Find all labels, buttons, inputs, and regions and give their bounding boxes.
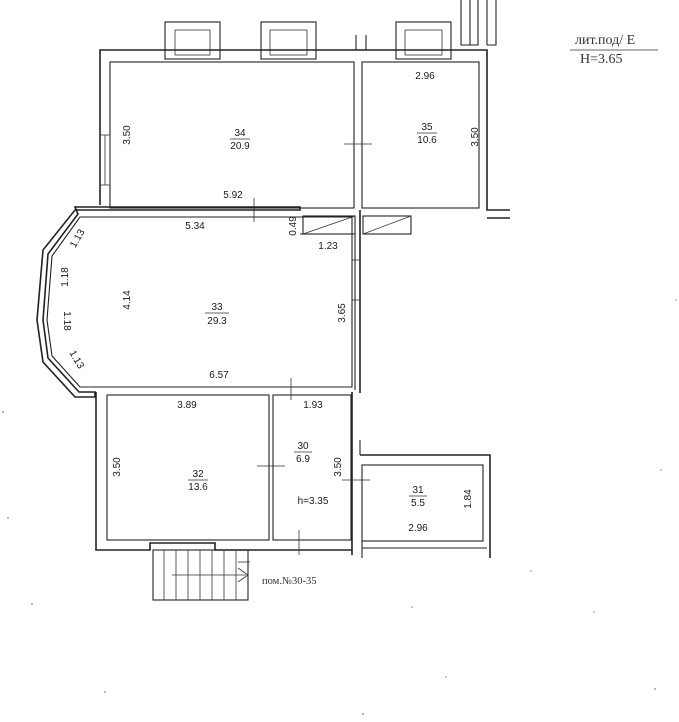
room-32-label: 32 13.6	[188, 469, 208, 493]
dim-r32-width: 3.89	[177, 400, 197, 411]
dim-bay-lower: 1.13	[67, 349, 86, 372]
room-area: 13.6	[188, 482, 208, 493]
room-number: 35	[421, 122, 433, 133]
plan-header-line1: лит.под/ Е	[575, 33, 635, 48]
dim-bay-mid-lower: 1.18	[61, 311, 72, 331]
dim-niche-width: 1.23	[318, 241, 338, 252]
upper-block	[99, 49, 510, 222]
neighbour-walls	[460, 0, 497, 46]
dim-r35-height: 3.50	[470, 127, 481, 147]
dim-niche-depth: 0.49	[288, 216, 299, 236]
dim-r35-width: 2.96	[415, 71, 435, 82]
dim-bay-upper: 1.13	[68, 227, 87, 250]
room-35-label: 35 10.6	[417, 122, 437, 146]
room-33-walls	[36, 206, 361, 400]
room-31-label: 31 5.5	[409, 485, 427, 509]
dim-bay-mid-upper: 1.18	[60, 267, 71, 287]
room-34-label: 34 20.9	[230, 128, 250, 152]
dim-r32-height: 3.50	[112, 457, 123, 477]
dim-r33-height: 4.14	[122, 290, 133, 310]
dim-r31-width: 2.96	[408, 523, 428, 534]
dim-r33-top: 5.34	[185, 221, 205, 232]
room-number: 32	[192, 469, 204, 480]
room-number: 31	[412, 485, 424, 496]
room-area: 29.3	[207, 316, 227, 327]
room-area: 10.6	[417, 135, 437, 146]
room-area: 6.9	[296, 454, 310, 465]
room-area: 20.9	[230, 141, 250, 152]
niche	[300, 215, 412, 235]
dim-r30-ceiling: h=3.35	[298, 496, 329, 507]
premises-footnote: пом.№30-35	[262, 576, 316, 587]
dim-r34-height: 3.50	[122, 125, 133, 145]
dim-r30-width: 1.93	[303, 400, 323, 411]
scan-specks	[2, 299, 677, 715]
lower-block	[95, 392, 370, 555]
window-niches	[164, 21, 452, 60]
dim-r33-bottom: 6.57	[209, 370, 229, 381]
room-number: 33	[211, 302, 223, 313]
room-30-label: 30 6.9	[294, 441, 312, 465]
room-33-label: 33 29.3	[205, 302, 229, 327]
room-area: 5.5	[411, 498, 425, 509]
staircase	[152, 549, 250, 601]
dim-r30-height: 3.50	[333, 457, 344, 477]
room-number: 30	[297, 441, 309, 452]
room-number: 34	[234, 128, 246, 139]
dim-r31-height: 1.84	[463, 489, 474, 509]
dim-r33-right: 3.65	[337, 303, 348, 323]
dim-r34-width: 5.92	[223, 190, 243, 201]
plan-header-line2: Н=3.65	[580, 52, 623, 67]
room-31-walls	[359, 440, 491, 558]
